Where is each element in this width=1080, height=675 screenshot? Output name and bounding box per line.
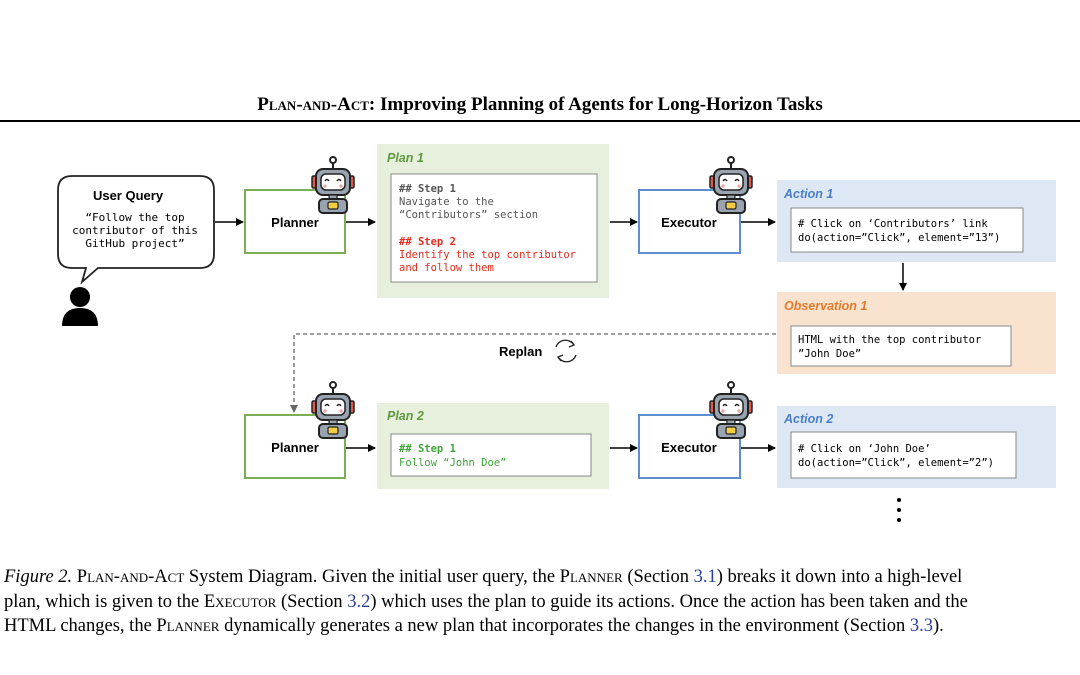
user-query-bubble: User Query “Follow the top contributor o…	[57, 175, 215, 285]
executor-label-2: Executor	[661, 440, 717, 455]
caption-text: HTML changes, the	[4, 616, 157, 636]
caption-text: (Section	[622, 567, 694, 587]
action2-title: Action 2	[783, 412, 833, 426]
observation1-box	[790, 325, 1012, 367]
caption-planner: Planner	[156, 616, 220, 636]
plan1-box	[390, 173, 598, 283]
user-query-title: User Query	[93, 188, 164, 203]
action1-box	[790, 207, 1024, 253]
caption-text: System Diagram. Given the initial user q…	[184, 567, 560, 587]
caption-text: dynamically generates a new plan that in…	[219, 616, 910, 636]
header-title-smallcaps: Plan-and-Act	[257, 94, 369, 115]
planner-label-1: Planner	[271, 215, 319, 230]
action1-line-2: do(action=”Click”, element=”13”)	[798, 232, 1000, 244]
section-ref-link[interactable]: 3.1	[693, 567, 717, 587]
action1-title: Action 1	[783, 187, 833, 201]
plan2-box	[390, 433, 592, 477]
plan1-step2-heading: ## Step 2	[399, 236, 456, 248]
caption-line-2: plan, which is given to the Executor (Se…	[4, 590, 1080, 615]
plan1-step2-line-1: Identify the top contributor	[399, 249, 576, 261]
section-ref-link[interactable]: 3.2	[347, 591, 371, 612]
replan-label: Replan	[499, 344, 542, 359]
caption-system-name: Plan-and-Act	[72, 567, 185, 587]
robot-icon	[311, 381, 355, 439]
plan2-step1-line-1: Follow “John Doe”	[399, 457, 506, 469]
observation1-line-1: HTML with the top contributor	[798, 334, 981, 346]
caption-planner: Planner	[559, 567, 623, 587]
caption-text: (Section	[276, 591, 348, 612]
ellipsis-icon	[897, 498, 901, 522]
plan1-title: Plan 1	[387, 151, 424, 165]
executor-label-1: Executor	[661, 215, 717, 230]
action2-box	[790, 431, 1017, 479]
action2-line-2: do(action=”Click”, element=”2”)	[798, 457, 994, 469]
plan1-step1-line-2: “Contributors” section	[399, 209, 538, 221]
robot-icon	[311, 156, 355, 214]
action1-line-1: # Click on ‘Contributors’ link	[798, 218, 988, 230]
replan-cycle-icon	[555, 339, 577, 363]
plan1-step2-line-2: and follow them	[399, 262, 494, 274]
observation1-title: Observation 1	[784, 299, 867, 313]
caption-text: plan, which is given to the	[4, 591, 204, 612]
plan2-title: Plan 2	[387, 409, 424, 423]
planner-label-2: Planner	[271, 440, 319, 455]
replan-feedback-arrow	[290, 333, 776, 413]
caption-executor: Executor	[203, 591, 277, 612]
caption-text: ) breaks it down into a high-level	[716, 567, 963, 587]
header-title-rest: : Improving Planning of Agents for Long-…	[368, 94, 823, 115]
caption-line-1: Figure 2. Plan-and-Act System Diagram. G…	[4, 565, 1080, 590]
robot-icon	[709, 156, 753, 214]
caption-text: ).	[933, 616, 944, 636]
plan2-step1-heading: ## Step 1	[399, 443, 456, 455]
figure-caption: Figure 2. Plan-and-Act System Diagram. G…	[4, 565, 1080, 639]
page-header: Plan-and-Act: Improving Planning of Agen…	[0, 94, 1080, 116]
caption-line-3: HTML changes, the Planner dynamically ge…	[4, 614, 1080, 639]
figure-label: Figure 2.	[4, 567, 73, 587]
plan1-step1-heading: ## Step 1	[399, 183, 456, 195]
header-rule	[0, 120, 1080, 122]
action2-line-1: # Click on ‘John Doe’	[798, 443, 931, 455]
observation1-line-2: ”John Doe”	[798, 348, 861, 360]
plan1-step1-line-1: Navigate to the	[399, 196, 494, 208]
system-diagram: User Query “Follow the top contributor o…	[57, 144, 1056, 522]
user-query-line-2: contributor of this	[72, 224, 198, 237]
user-query-line-1: “Follow the top	[85, 211, 184, 224]
user-query-line-3: GitHub project”	[85, 237, 184, 250]
user-icon	[62, 287, 98, 326]
caption-text: ) which uses the plan to guide its actio…	[370, 591, 968, 612]
section-ref-link[interactable]: 3.3	[909, 616, 933, 636]
robot-icon	[709, 381, 753, 439]
